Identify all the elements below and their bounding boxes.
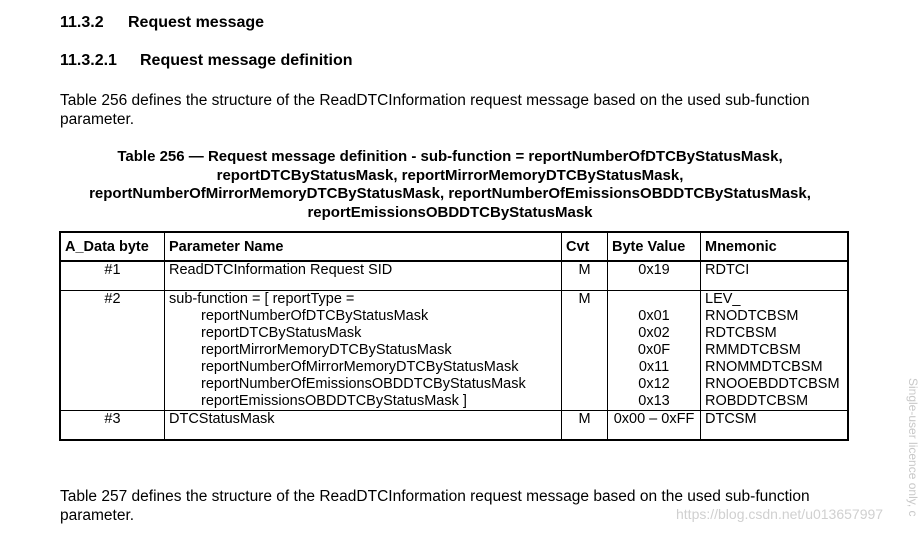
- section-number: 11.3.2: [60, 14, 104, 31]
- caption-line: reportEmissionsOBDDTCByStatusMask: [307, 203, 593, 221]
- report-type-mnemonic: ROBDDTCBSM: [705, 393, 809, 409]
- section-title: Request message: [128, 14, 265, 31]
- report-type-param: reportNumberOfDTCByStatusMask: [201, 308, 429, 324]
- cell-mnemonic: RDTCI: [700, 260, 849, 291]
- cell-byte-value: 0x01 0x02 0x0F 0x11 0x12 0x13: [607, 290, 701, 411]
- report-type-param: reportNumberOfMirrorMemoryDTCByStatusMas…: [201, 359, 519, 375]
- header-data-byte: A_Data byte: [59, 231, 165, 262]
- table-caption: Table 256 — Request message definition -…: [40, 148, 860, 222]
- table-row: #3 DTCStatusMask M 0x00 – 0xFF DTCSM: [59, 410, 849, 441]
- cell-parameter-name: ReadDTCInformation Request SID: [164, 260, 562, 291]
- mnemonic-prefix: LEV_: [705, 291, 741, 307]
- header-parameter-name: Parameter Name: [164, 231, 562, 262]
- cell-mnemonic: DTCSM: [700, 410, 849, 441]
- report-type-param: reportMirrorMemoryDTCByStatusMask: [201, 342, 452, 358]
- report-type-param: reportNumberOfEmissionsOBDDTCByStatusMas…: [201, 376, 526, 392]
- report-type-value: 0x0F: [637, 342, 671, 358]
- report-type-mnemonic: RMMDTCBSM: [705, 342, 801, 358]
- cell-parameter-name: sub-function = [ reportType = reportNumb…: [164, 290, 562, 411]
- cell-cvt: M: [561, 290, 608, 411]
- cell-byte-value: 0x19: [607, 260, 701, 291]
- intro-paragraph: Table 256 defines the structure of the R…: [60, 92, 810, 128]
- report-type-value: 0x11: [638, 359, 670, 375]
- cell-byte-value: 0x00 – 0xFF: [607, 410, 701, 441]
- header-byte-value: Byte Value: [607, 231, 701, 262]
- caption-line: reportDTCByStatusMask, reportMirrorMemor…: [216, 166, 684, 184]
- report-type-param: reportEmissionsOBDDTCByStatusMask ]: [201, 393, 467, 409]
- caption-line: Table 256 — Request message definition -…: [117, 148, 783, 165]
- header-mnemonic: Mnemonic: [700, 231, 849, 262]
- header-cvt: Cvt: [561, 231, 608, 262]
- report-type-value: 0x01: [638, 308, 670, 324]
- report-type-mnemonic: RNOMMDTCBSM: [705, 359, 823, 375]
- section-heading: 11.3.2 Request message: [60, 14, 264, 32]
- cell-data-byte: #3: [59, 410, 165, 441]
- caption-line: reportNumberOfMirrorMemoryDTCByStatusMas…: [89, 185, 811, 202]
- cell-cvt: M: [561, 260, 608, 291]
- subsection-title: Request message definition: [140, 52, 353, 69]
- request-message-table: A_Data byte Parameter Name Cvt Byte Valu…: [59, 231, 849, 441]
- sub-function-label: sub-function = [ reportType =: [169, 291, 355, 307]
- table-row: #2 sub-function = [ reportType = reportN…: [59, 290, 849, 411]
- table-row: #1 ReadDTCInformation Request SID M 0x19…: [59, 260, 849, 291]
- cell-parameter-name: DTCStatusMask: [164, 410, 562, 441]
- table-header-row: A_Data byte Parameter Name Cvt Byte Valu…: [59, 231, 849, 262]
- report-type-mnemonic: RDTCBSM: [705, 325, 777, 341]
- report-type-value: 0x02: [638, 325, 670, 341]
- outro-paragraph: Table 257 defines the structure of the R…: [60, 488, 810, 524]
- report-type-param: reportDTCByStatusMask: [201, 325, 362, 341]
- subsection-heading: 11.3.2.1 Request message definition: [60, 52, 353, 70]
- report-type-value: 0x12: [638, 376, 670, 392]
- cell-data-byte: #1: [59, 260, 165, 291]
- report-type-mnemonic: RNODTCBSM: [705, 308, 799, 324]
- cell-mnemonic: LEV_ RNODTCBSM RDTCBSM RMMDTCBSM RNOMMDT…: [700, 290, 849, 411]
- licence-watermark: Single-user licence only, c: [906, 378, 919, 517]
- report-type-mnemonic: RNOOEBDDTCBSM: [705, 376, 840, 392]
- url-watermark: https://blog.csdn.net/u013657997: [676, 506, 884, 522]
- cell-cvt: M: [561, 410, 608, 441]
- report-type-value: 0x13: [638, 393, 670, 409]
- subsection-number: 11.3.2.1: [60, 52, 117, 69]
- cell-data-byte: #2: [59, 290, 165, 411]
